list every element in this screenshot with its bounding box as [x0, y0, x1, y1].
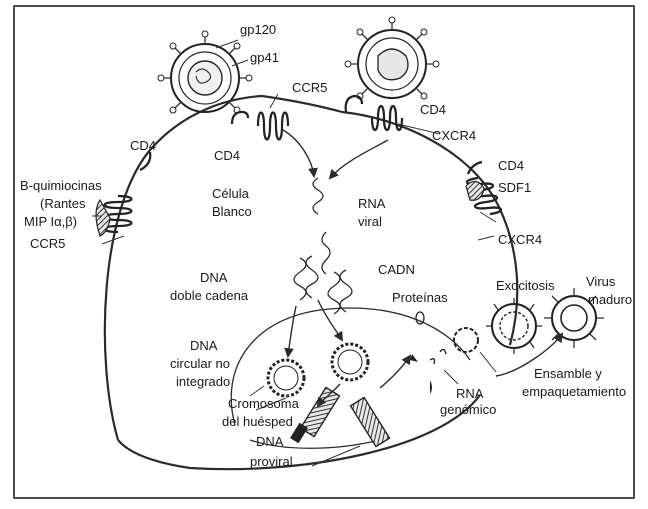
label-ensamble-2: empaquetamiento — [522, 384, 626, 399]
label-cd4-right: CD4 — [498, 158, 524, 173]
circular-dna-right — [332, 344, 368, 380]
label-ccr5-left: CCR5 — [30, 236, 65, 251]
arrow-fusion-left — [283, 130, 314, 176]
label-cd4-top-left: CD4 — [214, 148, 240, 163]
viral-rna-strand — [313, 178, 323, 214]
label-dna-circular-3: integrado — [176, 374, 230, 389]
genomic-rna-fragment-3 — [430, 380, 432, 394]
circular-dna-left — [268, 360, 304, 396]
genomic-rna-fragment-2 — [440, 349, 446, 354]
label-dna-circular-2: circular no — [170, 356, 230, 371]
host-chromosome-right — [350, 397, 389, 446]
label-gp41: gp41 — [250, 50, 279, 65]
cadn-strand-1 — [328, 272, 340, 314]
label-cd4-top-right: CD4 — [420, 102, 446, 117]
label-proviral-2: proviral — [250, 454, 293, 469]
protein-blob — [416, 312, 424, 324]
label-virus: Virus — [586, 274, 616, 289]
label-rna-genomico-2: genómico — [440, 402, 496, 417]
virus-particle-right — [345, 17, 439, 99]
cell-membrane-top — [262, 96, 342, 112]
label-mip: MIP Iα,β) — [24, 214, 77, 229]
label-rna-genomico-1: RNA — [456, 386, 484, 401]
rna-export-marker — [410, 354, 418, 362]
label-dna-doble-1: DNA — [200, 270, 228, 285]
label-ccr5-top: CCR5 — [292, 80, 327, 95]
label-dna-circular-1: DNA — [190, 338, 218, 353]
label-cromosoma-2: del huésped — [222, 414, 293, 429]
label-rna-viral-2: viral — [358, 214, 382, 229]
cd4-receptor-top-right — [346, 96, 362, 112]
assembling-virion — [454, 328, 478, 352]
label-gp120: gp120 — [240, 22, 276, 37]
label-cadn: CADN — [378, 262, 415, 277]
dna-double-strand-2 — [306, 256, 318, 298]
label-cd4-left: CD4 — [130, 138, 156, 153]
label-proviral-1: DNA — [256, 434, 284, 449]
label-rna-viral-1: RNA — [358, 196, 386, 211]
label-rantes: (Rantes — [40, 196, 86, 211]
label-cxcr4-top: CXCR4 — [432, 128, 476, 143]
label-cromosoma-1: Cromosoma — [228, 396, 300, 411]
ccr5-receptor-top — [258, 113, 288, 140]
label-sdf1: SDF1 — [498, 180, 531, 195]
virus-particle-left — [158, 31, 252, 113]
label-proteinas: Proteínas — [392, 290, 448, 305]
label-cxcr4-right: CXCR4 — [498, 232, 542, 247]
arrow-to-circular-dna — [288, 306, 296, 356]
rna-strand-2 — [322, 232, 330, 274]
ccr5-receptor-left — [105, 196, 132, 232]
arrow-to-integration — [318, 300, 342, 340]
sdf1-ligand — [466, 181, 484, 200]
cd4-receptor-top-left — [232, 112, 248, 124]
label-blanco: Blanco — [212, 204, 252, 219]
label-ensamble-1: Ensamble y — [534, 366, 602, 381]
label-celula: Célula — [212, 186, 250, 201]
arrow-transcription — [380, 356, 410, 388]
label-exocitosis: Exocitosis — [496, 278, 555, 293]
cadn-strand-2 — [340, 270, 352, 312]
arrow-fusion-right — [330, 140, 388, 178]
label-maduro: maduro — [588, 292, 632, 307]
label-dna-doble-2: doble cadena — [170, 288, 249, 303]
genomic-rna-fragment-1 — [430, 359, 435, 364]
dna-double-strand-1 — [294, 258, 306, 300]
label-b-quimiocinas: B-quimiocinas — [20, 178, 102, 193]
